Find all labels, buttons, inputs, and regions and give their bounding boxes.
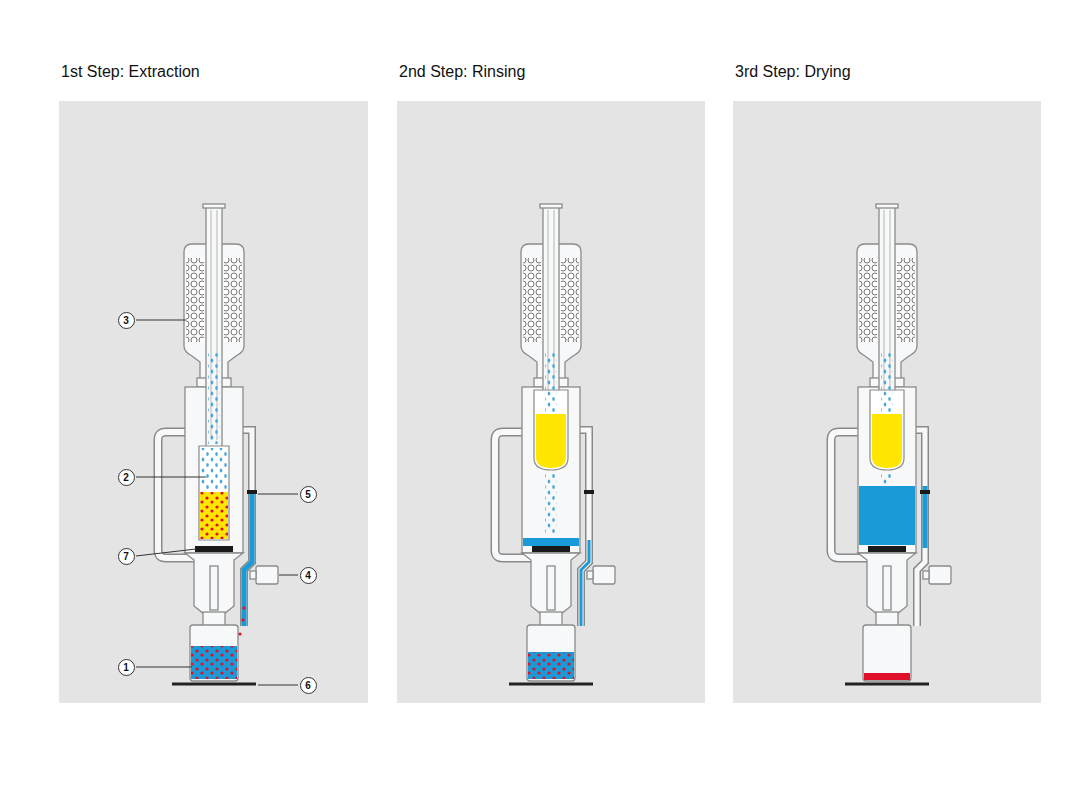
callout-number: 5: [300, 486, 317, 503]
step-heading: 2nd Step: Rinsing: [399, 63, 525, 81]
step-heading: 1st Step: Extraction: [61, 63, 200, 81]
callout-number: 7: [118, 548, 135, 565]
step-heading: 3rd Step: Drying: [735, 63, 851, 81]
callout-number: 6: [300, 677, 317, 694]
callout-number: 2: [118, 469, 135, 486]
leader-lines: [136, 320, 298, 685]
step-panel: 1st Step: Extraction: [59, 101, 368, 703]
step-panel: 3rd Step: Drying: [733, 101, 1041, 703]
step-panel: 2nd Step: Rinsing: [397, 101, 705, 703]
callout-number: 3: [118, 312, 135, 329]
callout-number: 1: [118, 659, 135, 676]
callout-number: 4: [300, 567, 317, 584]
